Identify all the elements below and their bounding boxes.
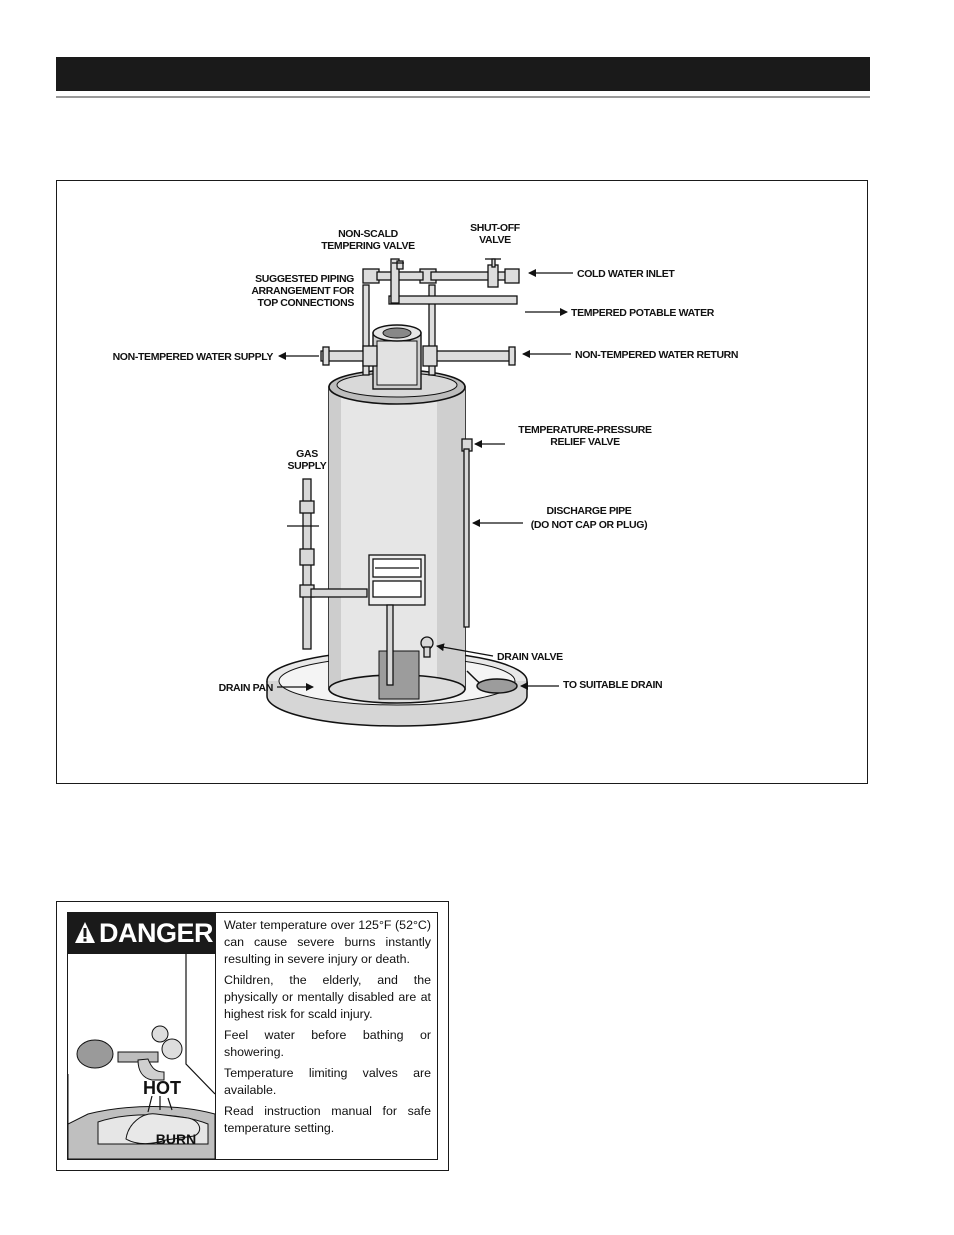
danger-paragraph-5: Read instruction manual for safe tempera… [224,1103,431,1137]
svg-text:GAS: GAS [296,448,318,460]
svg-text:(DO NOT CAP OR PLUG): (DO NOT CAP OR PLUG) [531,519,647,531]
danger-header-text: DANGER [99,913,213,954]
svg-text:SUGGESTED PIPING: SUGGESTED PIPING [255,273,354,285]
svg-text:COLD WATER INLET: COLD WATER INLET [577,268,675,280]
svg-text:DRAIN PAN: DRAIN PAN [219,682,273,694]
water-heater-diagram: NON-SCALD TEMPERING VALVE SHUT-OFF VALVE… [57,181,869,785]
danger-paragraph-2: Children, the elderly, and the physicall… [224,972,431,1023]
danger-header: DANGER [68,913,215,954]
svg-text:ARRANGEMENT FOR: ARRANGEMENT FOR [251,285,354,297]
svg-text:DRAIN VALVE: DRAIN VALVE [497,651,563,663]
svg-text:RELIEF VALVE: RELIEF VALVE [550,436,620,448]
danger-paragraph-3: Feel water before bathing or showering. [224,1027,431,1061]
svg-text:TOP CONNECTIONS: TOP CONNECTIONS [258,297,355,309]
water-heater-installation-figure: NON-SCALD TEMPERING VALVE SHUT-OFF VALVE… [56,180,868,784]
danger-label: DANGER HOT BURN Water temperature over 1… [56,901,449,1171]
svg-text:VALVE: VALVE [479,234,511,246]
danger-label-divider [215,913,216,1159]
svg-text:SUPPLY: SUPPLY [288,460,327,472]
danger-warning-text: Water temperature over 125°F (52°C) can … [224,917,431,1141]
tp-valve-discharge [462,439,472,627]
svg-text:NON-TEMPERED WATER RETURN: NON-TEMPERED WATER RETURN [575,349,738,361]
svg-text:NON-SCALD: NON-SCALD [338,228,399,240]
svg-text:SHUT-OFF: SHUT-OFF [470,222,521,234]
svg-text:NON-TEMPERED WATER SUPPLY: NON-TEMPERED WATER SUPPLY [113,351,274,363]
hot-water-burn-pictogram: HOT BURN [68,954,215,1159]
danger-paragraph-1: Water temperature over 125°F (52°C) can … [224,917,431,968]
danger-paragraph-4: Temperature limiting valves are availabl… [224,1065,431,1099]
svg-text:DISCHARGE PIPE: DISCHARGE PIPE [547,505,632,517]
pictogram-burn-text: BURN [156,1131,196,1147]
section-header-bar [56,57,870,91]
pictogram-hot-text: HOT [143,1078,181,1098]
warning-triangle-icon [74,921,96,945]
faucet-icon [77,1026,182,1080]
water-heater-tank [329,370,465,703]
danger-label-inner: DANGER HOT BURN Water temperature over 1… [67,912,438,1160]
svg-text:TO SUITABLE DRAIN: TO SUITABLE DRAIN [563,679,662,691]
flue-draft-hood [373,325,421,389]
svg-text:TEMPERATURE-PRESSURE: TEMPERATURE-PRESSURE [518,424,652,436]
svg-text:TEMPERING VALVE: TEMPERING VALVE [321,240,415,252]
header-rule [56,96,870,98]
svg-text:TEMPERED POTABLE WATER: TEMPERED POTABLE WATER [571,307,715,319]
